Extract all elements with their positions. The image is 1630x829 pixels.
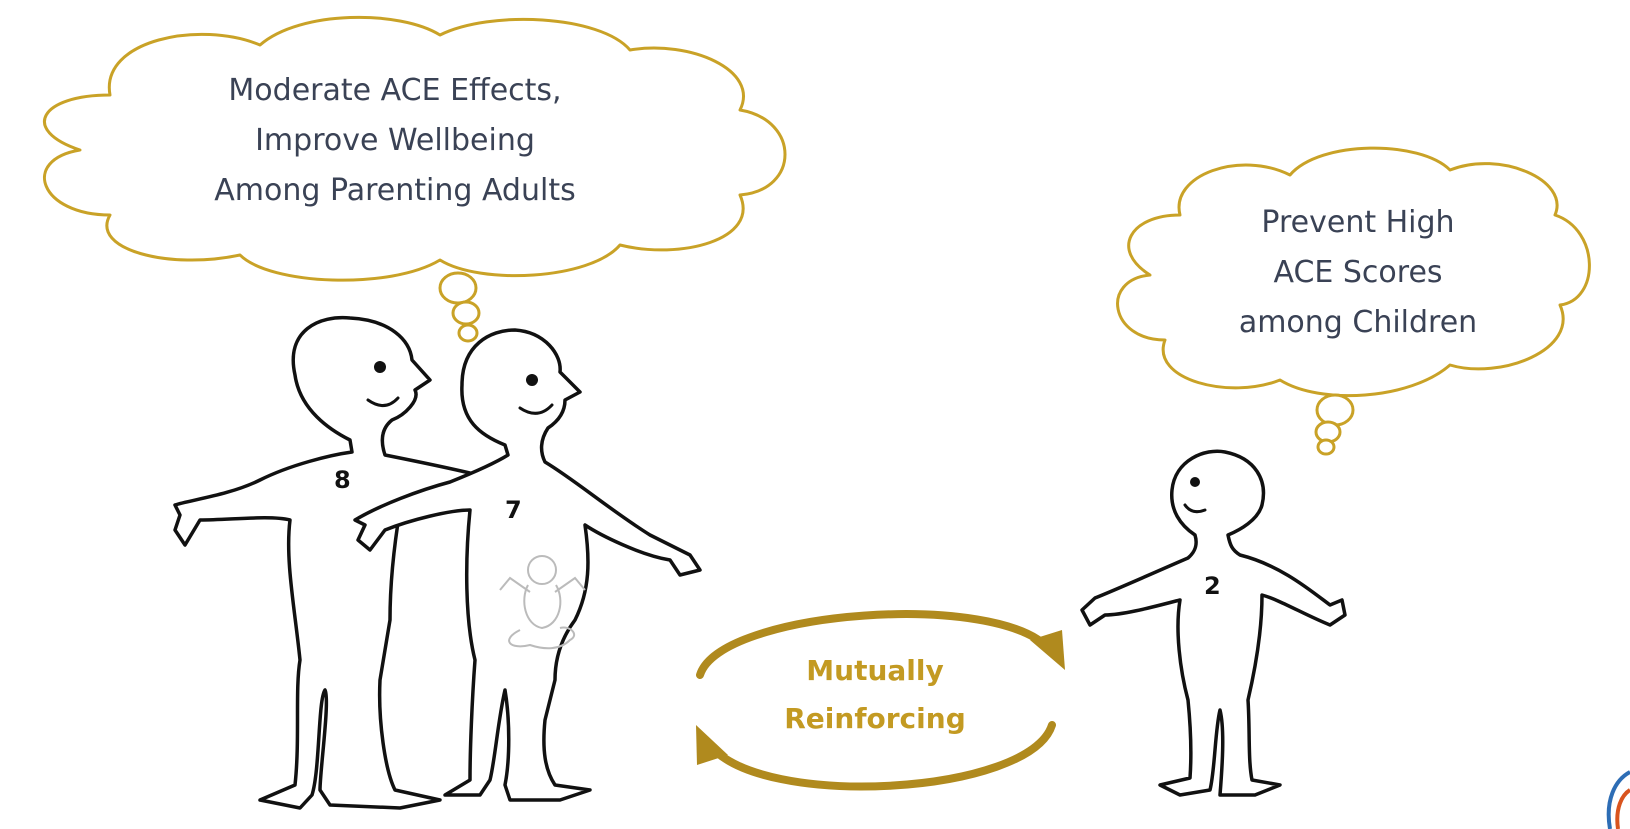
thought-bubble-smallest — [1316, 438, 1336, 456]
thought-bubble-smaller — [451, 300, 481, 326]
adult-figure-left: 8 — [173, 315, 492, 810]
cycle-label-line-2: Reinforcing — [784, 702, 965, 735]
cloud-left-line-3: Among Parenting Adults — [214, 173, 575, 208]
adult-right-score: 7 — [505, 496, 522, 524]
child-score: 2 — [1204, 572, 1221, 600]
cycle-arrow-top — [696, 610, 1054, 679]
eye-icon — [526, 374, 538, 386]
cloud-right-line-2: ACE Scores — [1273, 255, 1442, 290]
baby-icon — [499, 555, 586, 650]
eye-icon — [374, 361, 386, 373]
thought-bubble-small — [1315, 393, 1355, 427]
thought-bubble-small — [438, 271, 478, 305]
reinforcing-cycle: Mutually Reinforcing — [696, 610, 1065, 791]
eye-icon — [1190, 477, 1200, 487]
cloud-left-line-1: Moderate ACE Effects, — [228, 73, 561, 108]
child-figure: 2 — [1080, 449, 1347, 797]
thought-cloud-left: Moderate ACE Effects, Improve Wellbeing … — [43, 15, 787, 343]
arrowhead-right-icon — [1030, 630, 1065, 670]
logo-icon — [1606, 770, 1630, 829]
cloud-right-line-3: among Children — [1239, 305, 1477, 340]
cloud-left-line-2: Improve Wellbeing — [255, 123, 535, 158]
cycle-arrow-bottom — [706, 721, 1056, 791]
thought-bubble-smallest — [457, 323, 479, 343]
cycle-label-line-1: Mutually — [806, 654, 943, 687]
adult-left-score: 8 — [334, 466, 351, 494]
arrowhead-left-icon — [696, 725, 728, 765]
adult-figure-right: 7 — [353, 328, 702, 802]
cloud-right-line-1: Prevent High — [1261, 205, 1454, 240]
thought-cloud-right: Prevent High ACE Scores among Children — [1116, 146, 1591, 456]
